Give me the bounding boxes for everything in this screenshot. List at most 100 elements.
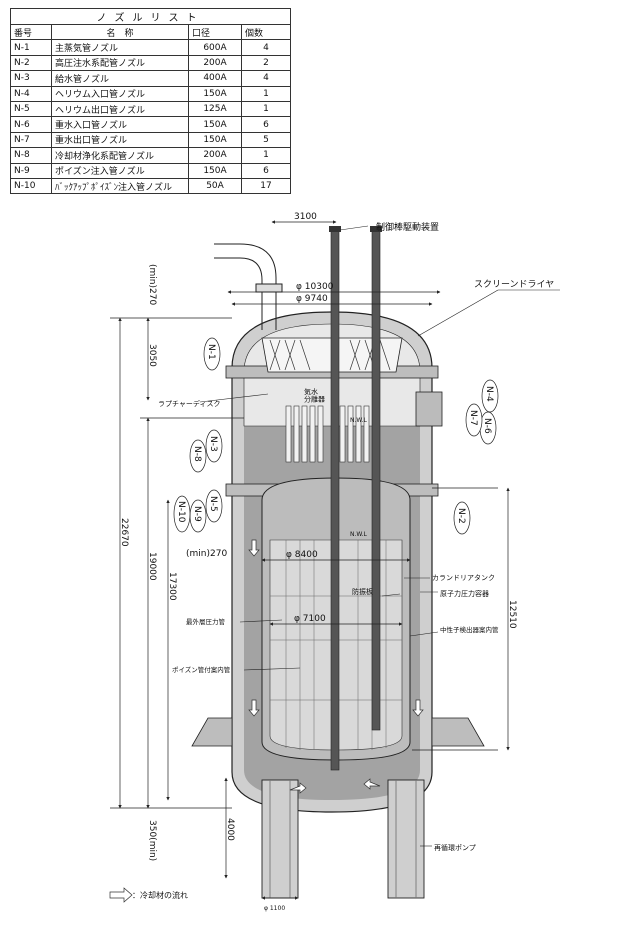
cell-count: 4 (241, 70, 291, 87)
label-recirc-pump: 再循環ポンプ (434, 843, 476, 852)
col-header-number: 番号 (10, 23, 52, 41)
cell-bore: 150A (188, 116, 242, 133)
cell-name: 冷却材浄化系配管ノズル (51, 147, 189, 164)
cell-count: 17 (241, 177, 291, 195)
dim-17300: 17300 (167, 572, 177, 601)
col-header-name: 名 称 (51, 23, 189, 41)
label-rupture-disc: ラプチャーディスク (158, 399, 220, 408)
dim-3100: 3100 (294, 212, 317, 222)
cell-name: 高圧注水系配管ノズル (51, 54, 189, 72)
cell-name: 重水出口管ノズル (51, 131, 189, 149)
cell-count: 6 (241, 162, 291, 179)
cell-name: ポイズン注入管ノズル (51, 162, 189, 179)
dim-7100: φ 7100 (294, 614, 326, 624)
svg-text:N-10: N-10 (176, 501, 186, 523)
cell-name: ﾊﾞｯｸｱｯﾌﾟﾎﾟｲｽﾞﾝ注入管ノズル (51, 177, 189, 195)
label-poison-guide: ポイズン管付案内管 (172, 665, 231, 674)
cell-number: N-9 (10, 162, 52, 179)
label-control-rod-drive: 制御棒駆動装置 (376, 221, 439, 233)
dim-3050: 3050 (147, 344, 157, 367)
cell-number: N-7 (10, 131, 52, 149)
dim-19000: 19000 (147, 552, 157, 581)
svg-text:N-1: N-1 (206, 344, 216, 360)
cell-number: N-6 (10, 116, 52, 133)
cell-name: ヘリウム入口管ノズル (51, 85, 189, 102)
nozzle-tag-n3: N-3 (205, 429, 223, 463)
label-outermost-tube: 最外層圧力管 (186, 617, 226, 626)
label-screen-dryer: スクリーンドライヤ (474, 279, 554, 290)
cell-bore: 400A (188, 70, 242, 87)
reactor-vessel-diagram: 制御棒駆動装置 スクリーンドライヤ ラプチャーディスク 気水分離器 N.W.L … (109, 212, 560, 912)
dim-22670: 22670 (119, 518, 129, 547)
col-header-bore: 口径 (188, 23, 242, 41)
svg-text:N-9: N-9 (192, 506, 202, 522)
nozzle-tag-n10: N-10 (173, 495, 191, 533)
col-header-count: 個数 (241, 23, 291, 41)
dim-12510: 12510 (507, 600, 517, 629)
label-baffle: 防振板 (352, 587, 373, 596)
label-separator: 気水分離器 (304, 387, 325, 404)
main-steam-pipe (214, 243, 283, 330)
dim-1100: φ 1100 (264, 905, 285, 912)
cell-count: 1 (241, 100, 291, 118)
dim-270-top: (min)270 (147, 264, 157, 305)
cell-bore: 600A (188, 39, 242, 56)
dim-8400: φ 8400 (286, 550, 318, 560)
cell-name: 給水管ノズル (51, 70, 189, 87)
cell-number: N-4 (10, 85, 52, 102)
cell-bore: 200A (188, 54, 242, 72)
dim-9740: φ 9740 (296, 294, 328, 304)
dim-350: 350(min) (147, 820, 157, 861)
svg-text:N-8: N-8 (192, 446, 202, 462)
nozzle-tag-n2: N-2 (453, 501, 471, 535)
cell-bore: 125A (188, 100, 242, 118)
steam-separators (285, 405, 370, 463)
dim-4000: 4000 (225, 818, 235, 841)
label-coolant-flow: ：冷却材の流れ (132, 890, 188, 900)
cell-name: 重水入口管ノズル (51, 116, 189, 133)
svg-text:N-2: N-2 (456, 508, 466, 524)
table-title: ノズルリスト (10, 8, 291, 25)
cell-number: N-1 (10, 39, 52, 56)
cell-count: 2 (241, 54, 291, 72)
cell-bore: 200A (188, 147, 242, 164)
cell-number: N-8 (10, 147, 52, 164)
recirculation-pipes (261, 779, 425, 899)
cell-count: 4 (241, 39, 291, 56)
cell-number: N-5 (10, 100, 52, 118)
cell-bore: 150A (188, 162, 242, 179)
svg-text:N-5: N-5 (208, 496, 218, 512)
control-rods (329, 226, 382, 771)
svg-text:N-3: N-3 (208, 436, 218, 452)
nozzle-tag-n4: N-4 (481, 379, 499, 413)
nozzle-tag-n5: N-5 (205, 489, 223, 523)
cell-bore: 150A (188, 85, 242, 102)
cell-bore: 50A (188, 177, 242, 195)
label-calandria-tank: カランドリアタンク (432, 573, 495, 582)
label-pressure-vessel: 原子力圧力容器 (440, 589, 489, 598)
label-nwl-lower: N.W.L (350, 531, 368, 538)
nozzle-tag-n8: N-8 (189, 439, 207, 473)
cell-count: 5 (241, 131, 291, 149)
nozzle-tag-n7: N-7 (465, 403, 483, 437)
svg-text:N-4: N-4 (484, 386, 494, 402)
label-nwl-upper: N.W.L (350, 417, 368, 424)
nozzle-tag-n1: N-1 (203, 337, 221, 371)
cell-count: 1 (241, 147, 291, 164)
label-neutron-guide: 中性子検出器案内管 (440, 625, 499, 634)
dim-10300: φ 10300 (296, 282, 334, 292)
svg-text:N-7: N-7 (468, 410, 478, 426)
cell-number: N-3 (10, 70, 52, 87)
cell-bore: 150A (188, 131, 242, 149)
nozzle-tag-n6: N-6 (479, 411, 497, 445)
flow-legend-arrow (109, 887, 133, 903)
